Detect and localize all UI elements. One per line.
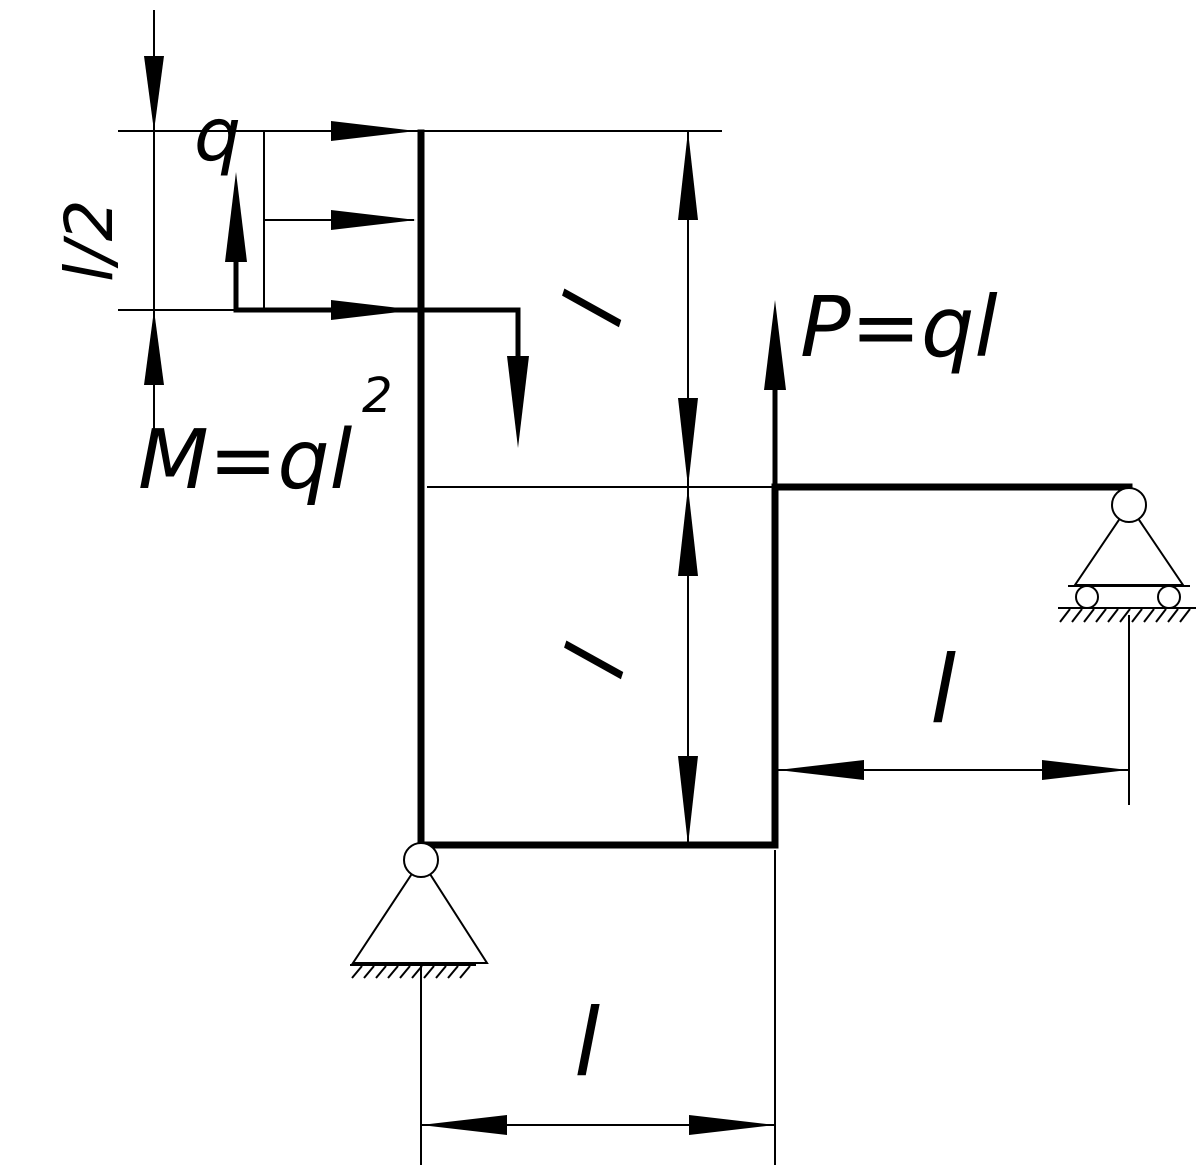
frame-structure [417, 129, 1133, 849]
dim-arrow-down-icon [678, 756, 698, 845]
label-q: q [194, 92, 241, 178]
dim-arrow-up-icon [678, 487, 698, 576]
distributed-load-q [264, 121, 416, 320]
force-arrow-up-icon [764, 300, 786, 390]
dimension-bottom-horizontal [421, 1115, 775, 1135]
roller-support-icon [1058, 487, 1196, 623]
label-l-half: l/2 [51, 199, 128, 282]
force-P [764, 300, 786, 490]
dimension-upper-vertical [678, 131, 698, 487]
dim-arrow-left-icon [778, 760, 864, 780]
label-dim-bottom-horizontal: l [574, 989, 600, 1098]
dim-arrow-up-icon [678, 131, 698, 220]
moment-arrow-up-icon [225, 172, 247, 262]
dimension-l-half [144, 10, 164, 430]
load-arrow-icon [331, 121, 416, 141]
load-arrow-icon [331, 210, 416, 230]
dim-arrow-down-icon [144, 56, 164, 131]
dim-arrow-right-icon [689, 1115, 775, 1135]
label-dim-lower-vertical: l [546, 636, 646, 688]
label-moment-exponent: 2 [362, 368, 393, 424]
dimension-right-horizontal [778, 760, 1128, 780]
label-dim-upper-vertical: l [544, 284, 644, 336]
dim-arrow-left-icon [421, 1115, 507, 1135]
label-dim-right-horizontal: l [930, 636, 956, 745]
dimension-lower-vertical [678, 487, 698, 845]
dim-arrow-down-icon [678, 398, 698, 487]
dim-arrow-up-icon [144, 310, 164, 385]
label-moment: M=ql [138, 413, 353, 508]
moment-arrow-down-icon [507, 356, 529, 448]
moment-couple [225, 172, 529, 448]
pinned-support-icon [350, 842, 489, 979]
label-force: P=ql [800, 278, 998, 376]
dim-arrow-right-icon [1042, 760, 1128, 780]
